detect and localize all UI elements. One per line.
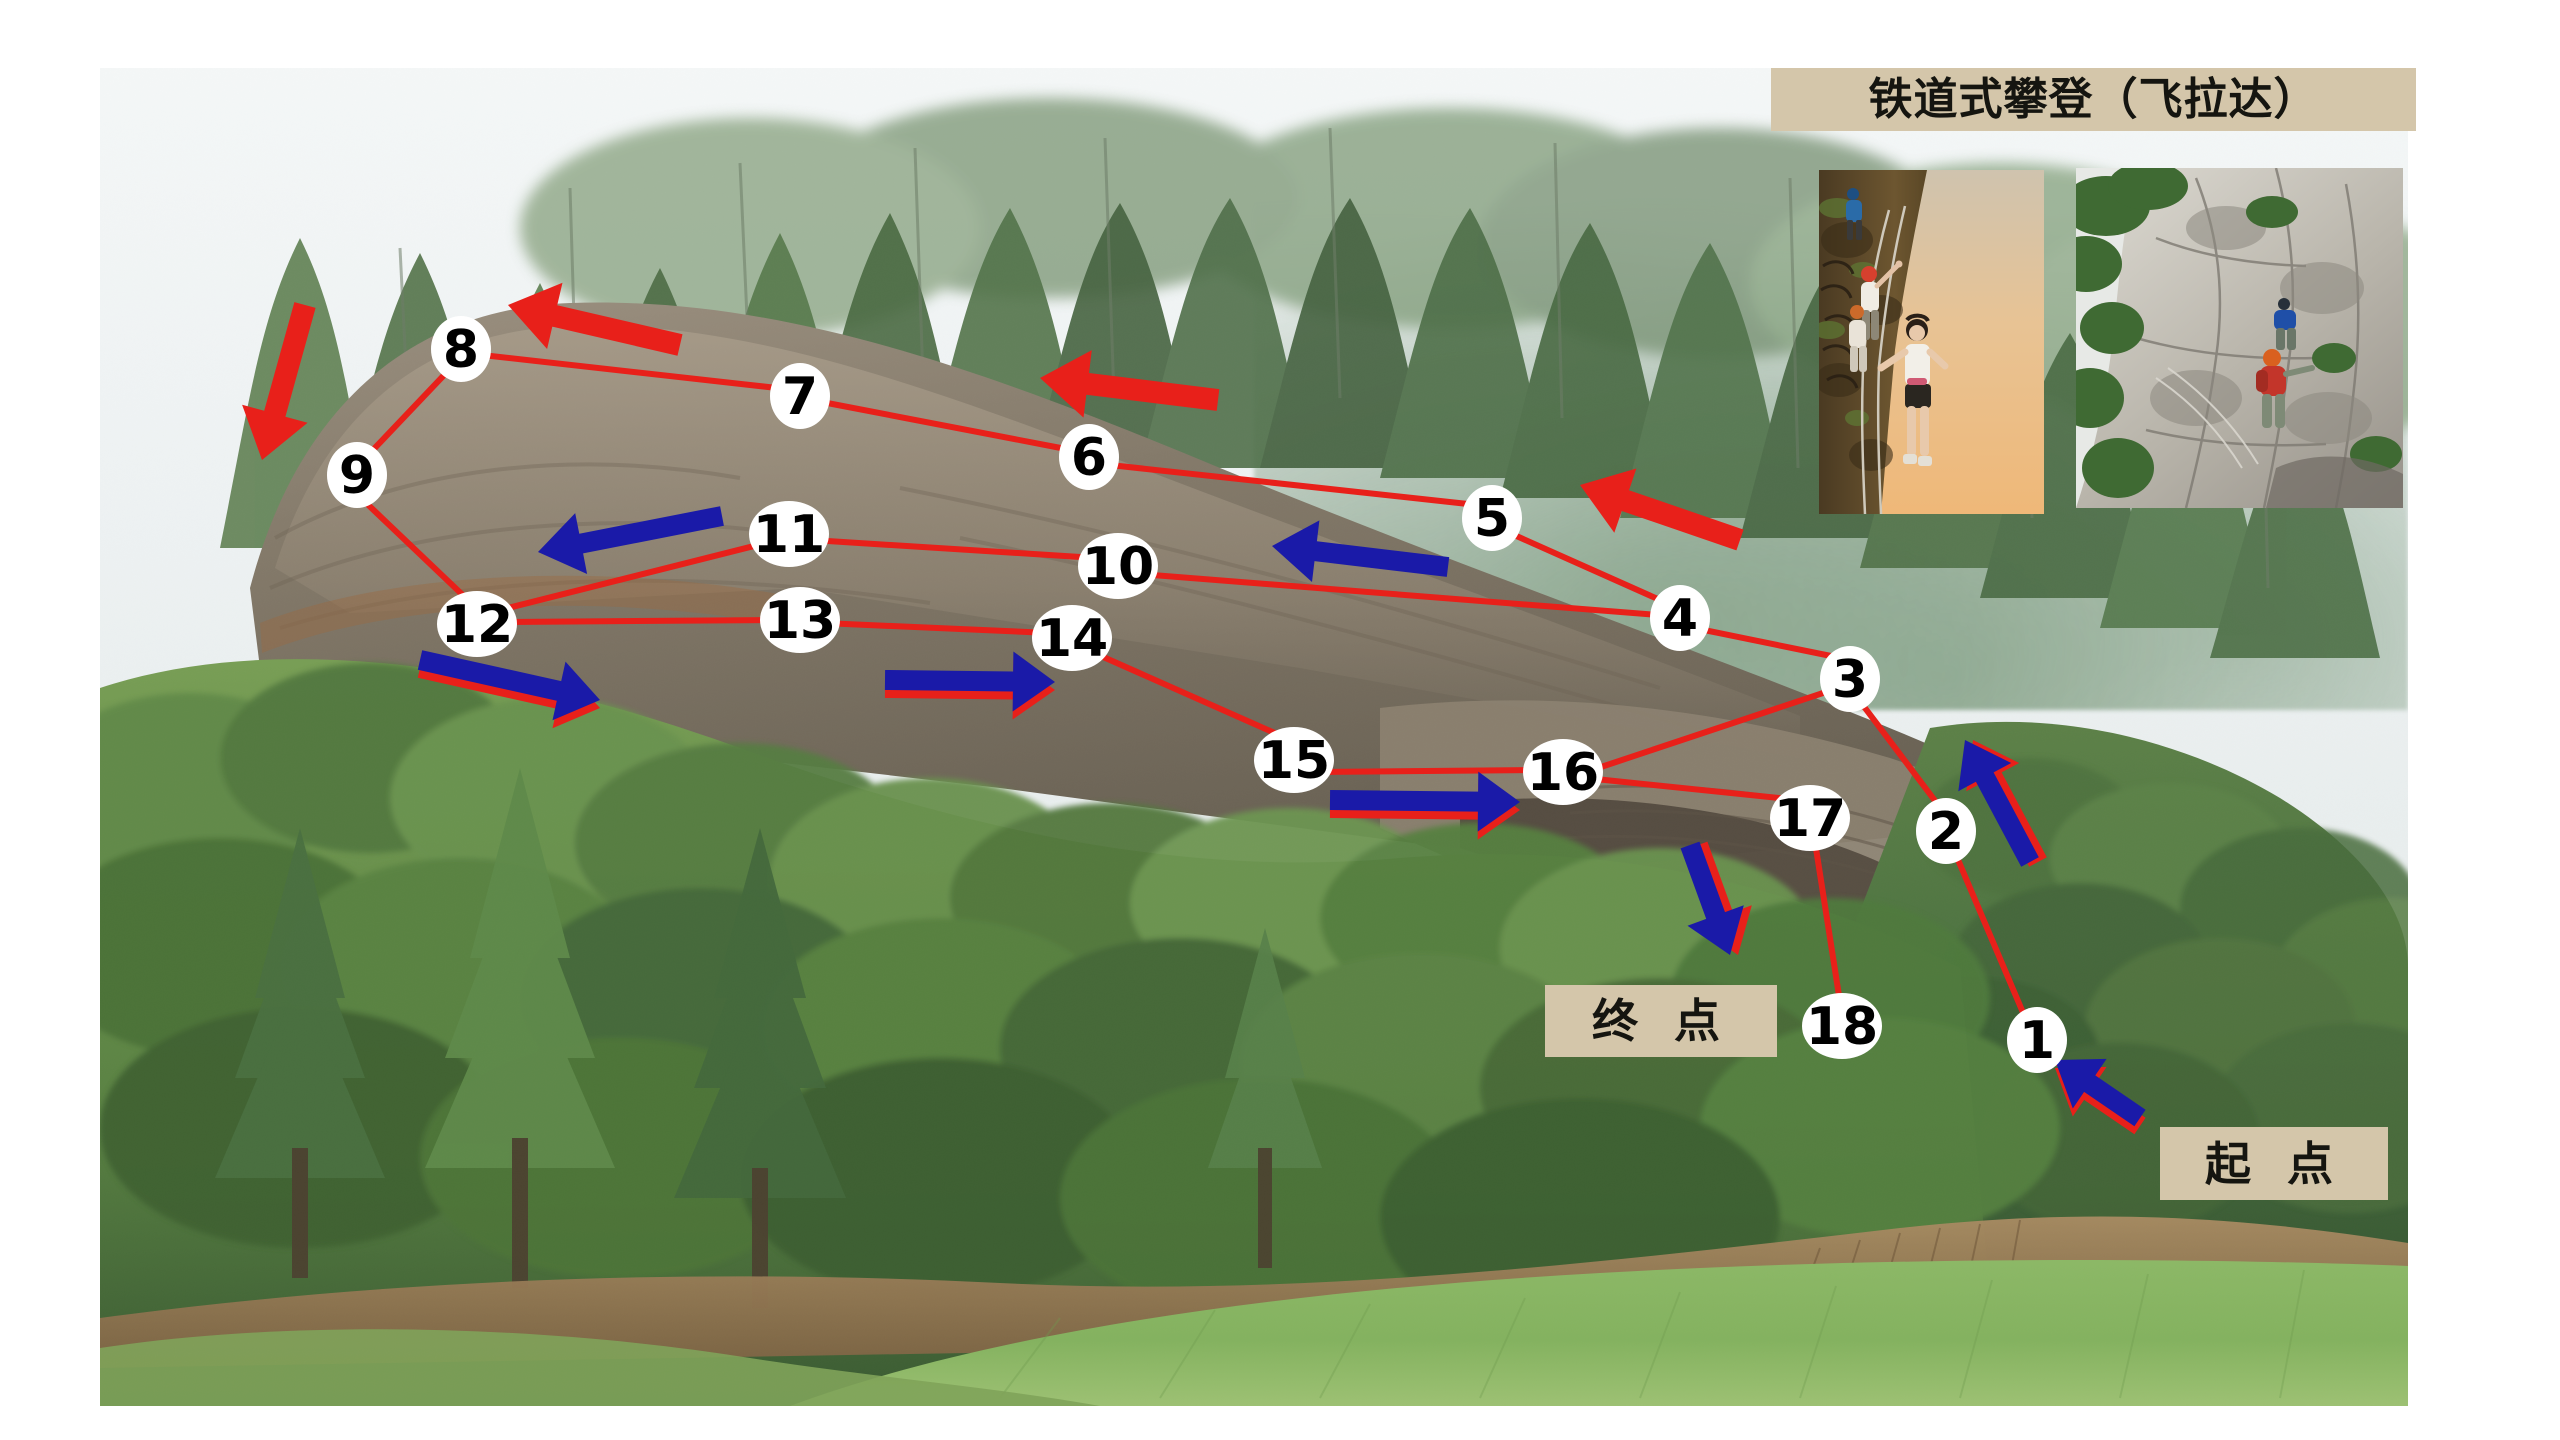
marker-bubble: [1650, 585, 1710, 651]
marker-bubble: [431, 316, 491, 382]
route-segment-14-15: [1089, 649, 1289, 741]
marker-number: 2: [1928, 802, 1964, 862]
end-point-label: 终 点: [1545, 985, 1777, 1057]
marker-number: 10: [1082, 537, 1154, 597]
marker-bubble: [437, 591, 517, 657]
marker-bubble: [1820, 646, 1880, 712]
marker-number: 18: [1806, 997, 1878, 1057]
route-lines: [359, 352, 2123, 1123]
dual-arrow-14-blue: [884, 651, 1055, 712]
marker-bubble: [760, 587, 840, 653]
route-marker-6[interactable]: 6: [1059, 424, 1119, 490]
route-marker-4[interactable]: 4: [1650, 585, 1710, 651]
start-point-label: 起 点: [2160, 1127, 2388, 1200]
marker-bubble: [327, 442, 387, 508]
marker-number: 8: [443, 320, 479, 380]
route-marker-12[interactable]: 12: [437, 591, 517, 657]
red-direction-arrows: [242, 282, 1744, 551]
marker-number: 13: [764, 591, 836, 651]
route-segment-7-8: [479, 352, 780, 391]
route-marker-3[interactable]: 3: [1820, 646, 1880, 712]
marker-number: 9: [339, 446, 375, 506]
page-title: 铁道式攀登（飞拉达）: [1771, 68, 2416, 131]
marker-bubble: [1032, 605, 1112, 671]
marker-bubble: [2007, 1007, 2067, 1073]
route-marker-7[interactable]: 7: [770, 363, 830, 429]
via-ferrata-photo-people: [1819, 170, 2044, 514]
route-segment-11-12: [489, 540, 769, 615]
route-segment-16-17: [1583, 775, 1801, 803]
marker-number: 7: [782, 367, 818, 427]
arrow-to-8: [508, 282, 683, 356]
marker-number: 3: [1832, 650, 1868, 710]
route-segment-5-6: [1107, 462, 1471, 507]
route-segment-1-2: [1953, 852, 2027, 1018]
arrow-to-7: [1040, 350, 1220, 418]
dual-arrow-2-blue: [1958, 740, 2039, 867]
marker-bubble: [1916, 798, 1976, 864]
route-marker-13[interactable]: 13: [760, 587, 840, 653]
dual-arrow-12-blue: [417, 650, 600, 721]
route-marker-17[interactable]: 17: [1770, 785, 1850, 851]
route-segment-4-5: [1509, 531, 1663, 603]
dual-arrow-16-blue: [1329, 771, 1520, 832]
route-marker-18[interactable]: 18: [1802, 993, 1882, 1059]
marker-bubble: [1059, 424, 1119, 490]
route-segment-3-16: [1583, 685, 1841, 775]
route-marker-16[interactable]: 16: [1523, 739, 1603, 805]
dual-direction-arrows: [417, 650, 2146, 1135]
route-marker-5[interactable]: 5: [1462, 485, 1522, 551]
marker-bubble: [1254, 727, 1334, 793]
route-segment-3-4: [1701, 627, 1839, 660]
marker-bubble: [1802, 993, 1882, 1059]
via-ferrata-photo-cliff: [2076, 168, 2403, 508]
marker-number: 11: [753, 505, 825, 565]
route-segment-4-10: [1137, 571, 1661, 618]
arrow-blue-11: [538, 506, 724, 574]
arrow-to-5: [1580, 468, 1744, 551]
marker-bubble: [1462, 485, 1522, 551]
marker-number: 5: [1474, 489, 1510, 549]
marker-number: 4: [1662, 589, 1698, 649]
marker-bubble: [770, 363, 830, 429]
route-marker-2[interactable]: 2: [1916, 798, 1976, 864]
marker-bubble: [749, 501, 829, 567]
route-marker-11[interactable]: 11: [749, 501, 829, 567]
route-segment-10-11: [809, 537, 1099, 561]
route-segment-15-16: [1313, 767, 1543, 775]
route-marker-8[interactable]: 8: [431, 316, 491, 382]
marker-bubble: [1523, 739, 1603, 805]
marker-number: 15: [1258, 731, 1330, 791]
route-segment-12-13: [497, 617, 780, 625]
marker-number: 12: [441, 595, 513, 655]
route-marker-9[interactable]: 9: [327, 442, 387, 508]
route-marker-10[interactable]: 10: [1078, 533, 1158, 599]
marker-number: 1: [2019, 1011, 2055, 1071]
route-marker-15[interactable]: 15: [1254, 727, 1334, 793]
route-segment-8-9: [368, 369, 450, 455]
route-segment-6-7: [819, 399, 1069, 452]
route-marker-1[interactable]: 1: [2007, 1007, 2067, 1073]
marker-number: 16: [1527, 743, 1599, 803]
route-marker-14[interactable]: 14: [1032, 605, 1112, 671]
dual-arrow-end-blue: [1680, 841, 1744, 955]
marker-number: 6: [1071, 428, 1107, 488]
marker-bubble: [1078, 533, 1158, 599]
route-segment-2-3: [1859, 701, 1942, 809]
marker-number: 17: [1774, 789, 1846, 849]
blue-direction-arrows: [538, 506, 1450, 582]
route-segment-9-12: [359, 496, 471, 603]
route-segment-13-14: [820, 620, 1053, 636]
marker-bubble: [1770, 785, 1850, 851]
arrow-blue-10: [1272, 520, 1450, 582]
route-segment-17-18: [1812, 839, 1843, 1005]
dual-arrow-1-blue: [2055, 1058, 2146, 1127]
marker-number: 14: [1036, 609, 1108, 669]
arrow-down-9: [242, 302, 316, 460]
